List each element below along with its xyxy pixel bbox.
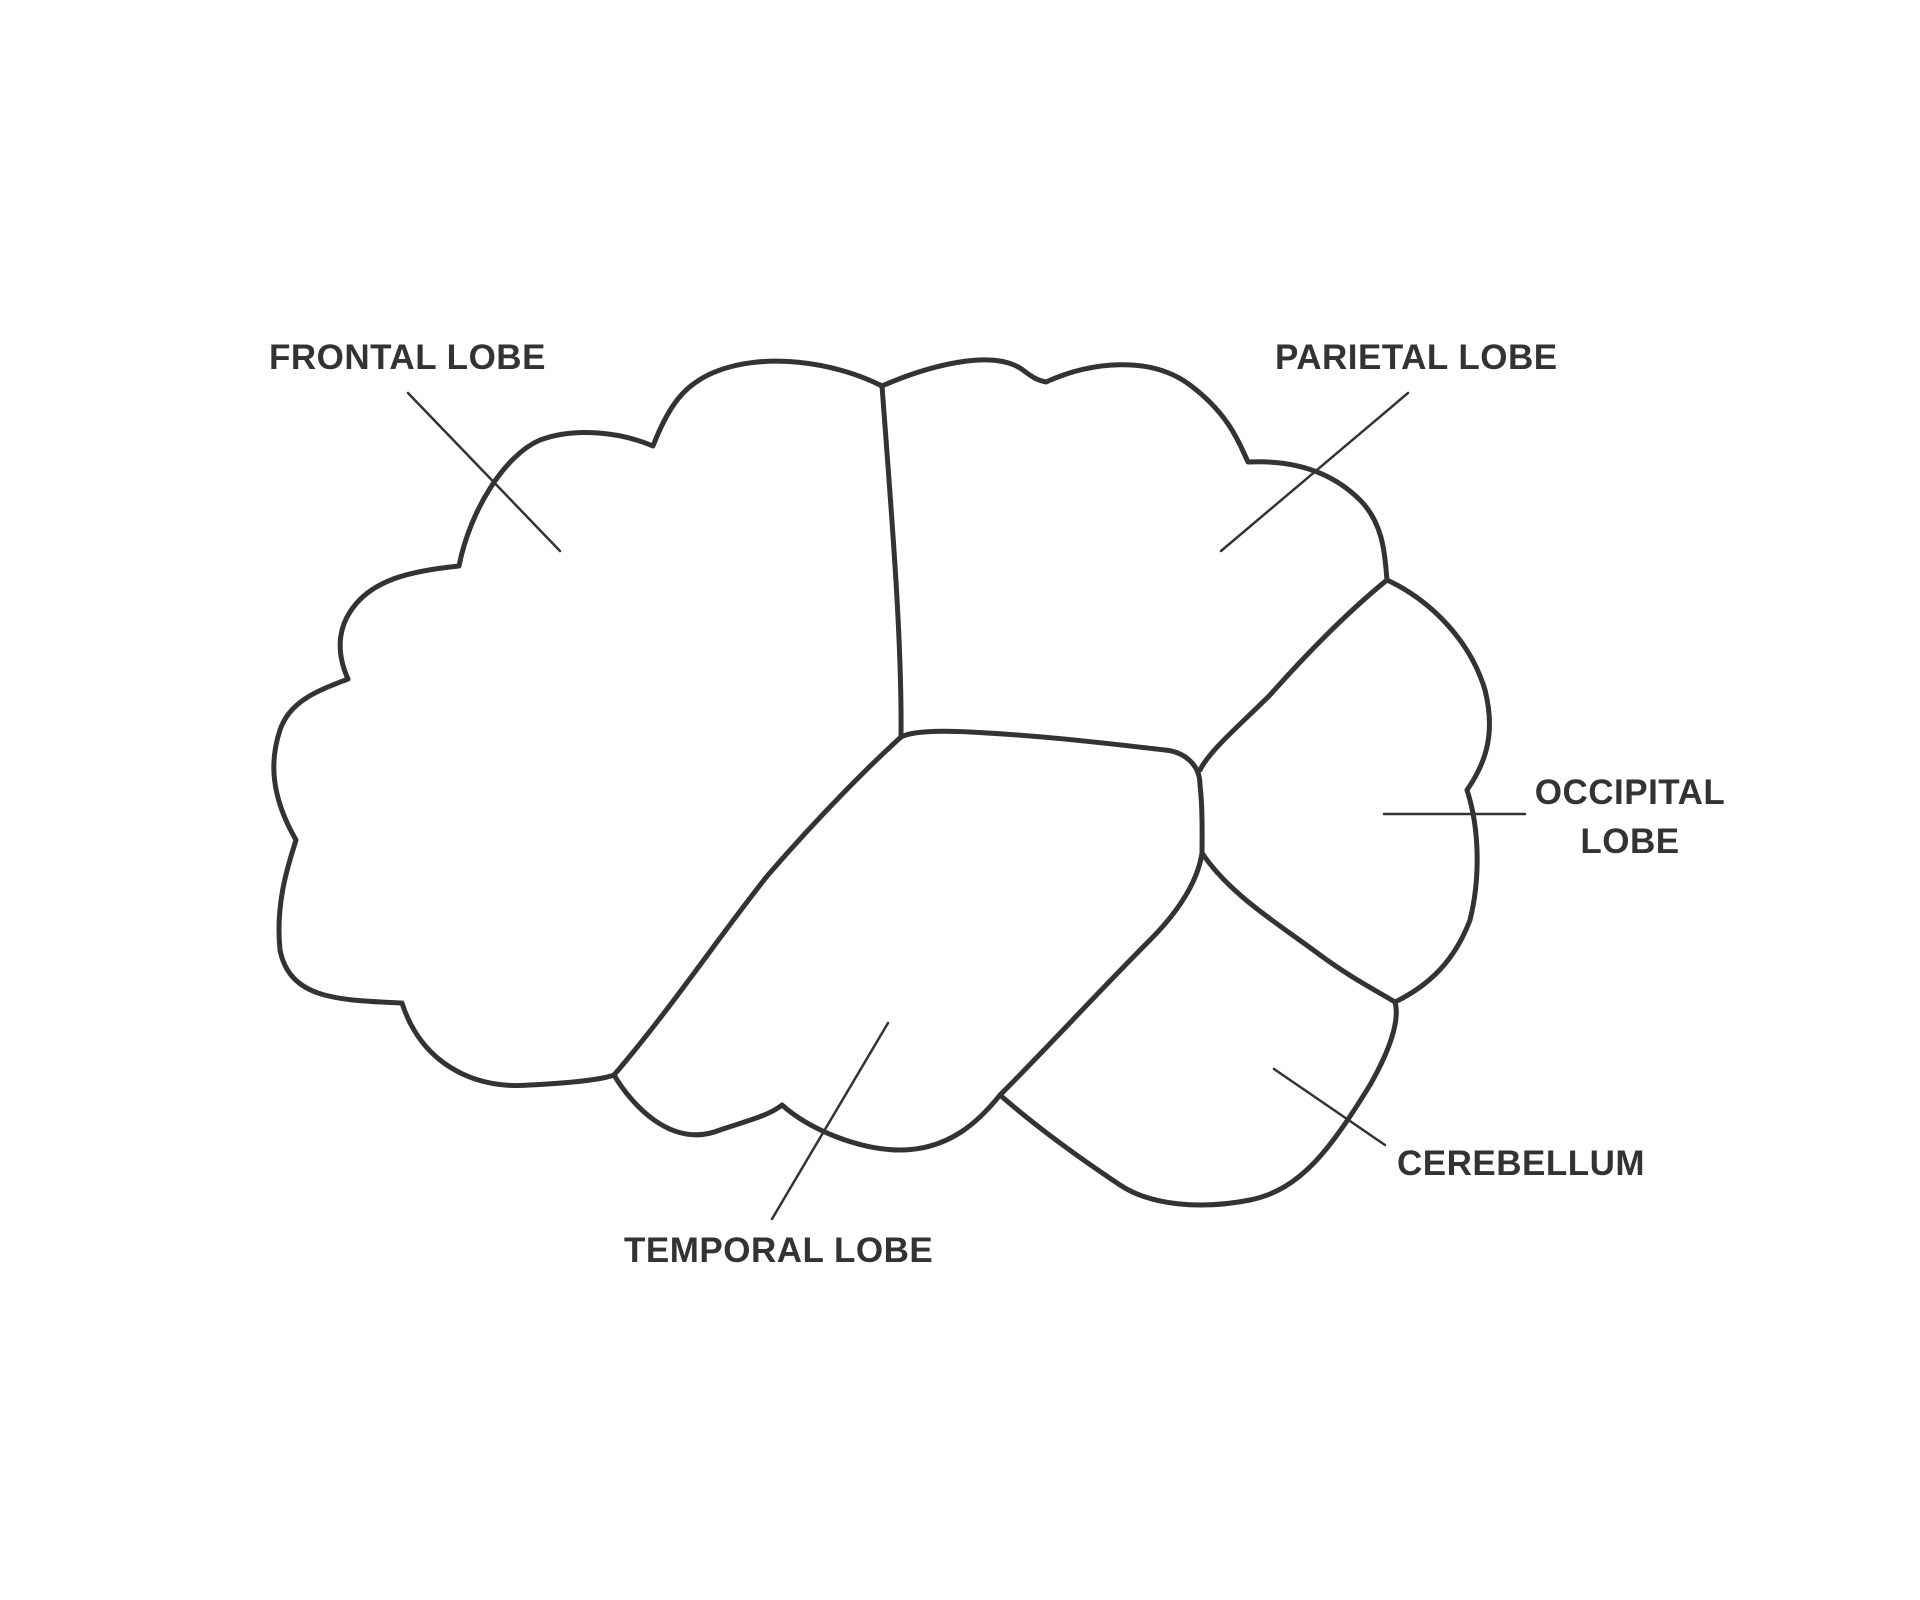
frontal-leader-line xyxy=(406,391,562,553)
temporal-front-edge xyxy=(611,734,904,1078)
cerebellum-label: CEREBELLUM xyxy=(1397,1144,1646,1183)
lateral-fissure xyxy=(898,728,1205,856)
occipital-outline xyxy=(1384,577,1492,1005)
temporal-cerebellum-boundary xyxy=(997,850,1205,1098)
occipital-label-line-1: OCCIPITAL xyxy=(1534,773,1726,812)
parietal-lobe-label: PARIETAL LOBE xyxy=(1275,338,1558,377)
occipital-label-line-2: LOBE xyxy=(1580,822,1680,861)
temporal-leader-line xyxy=(770,1021,890,1221)
cerebellum-leader-line xyxy=(1272,1067,1387,1147)
brain-outline xyxy=(271,358,1003,1153)
cerebellum-outline xyxy=(997,999,1399,1208)
temporal-lobe-label: TEMPORAL LOBE xyxy=(624,1231,934,1270)
central-sulcus xyxy=(879,383,904,740)
parietal-outline xyxy=(879,357,1390,583)
parieto-occipital-boundary xyxy=(1197,577,1390,773)
parietal-leader-line xyxy=(1219,391,1410,553)
occipital-cerebellum-boundary xyxy=(1199,850,1398,1005)
occipital-lobe-label: OCCIPITAL LOBE xyxy=(1530,768,1730,866)
frontal-lobe-label: FRONTAL LOBE xyxy=(269,338,546,377)
